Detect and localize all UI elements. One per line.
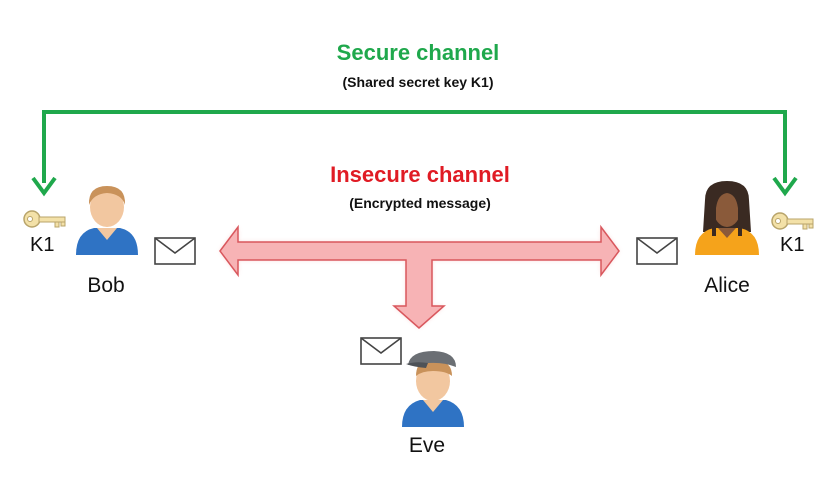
eve-envelope-icon <box>360 337 402 365</box>
alice-envelope-icon <box>636 237 678 265</box>
bob-envelope-icon <box>154 237 196 265</box>
alice-key-label: K1 <box>780 234 805 256</box>
secure-channel-subtitle: (Shared secret key K1) <box>342 74 494 90</box>
bob-key-icon <box>23 210 66 228</box>
secure-channel-title: Secure channel <box>336 40 500 65</box>
eve-name-label: Eve <box>408 434 446 457</box>
bob-name-label: Bob <box>87 274 125 297</box>
bob-key-label: K1 <box>30 234 55 256</box>
insecure-channel-subtitle: (Encrypted message) <box>349 195 491 211</box>
eve-avatar-icon <box>402 351 464 427</box>
bob-avatar-icon <box>76 186 138 255</box>
alice-name-label: Alice <box>704 274 750 297</box>
alice-key-icon <box>771 212 814 230</box>
alice-avatar-icon <box>695 181 759 255</box>
insecure-channel-title: Insecure channel <box>330 162 510 187</box>
